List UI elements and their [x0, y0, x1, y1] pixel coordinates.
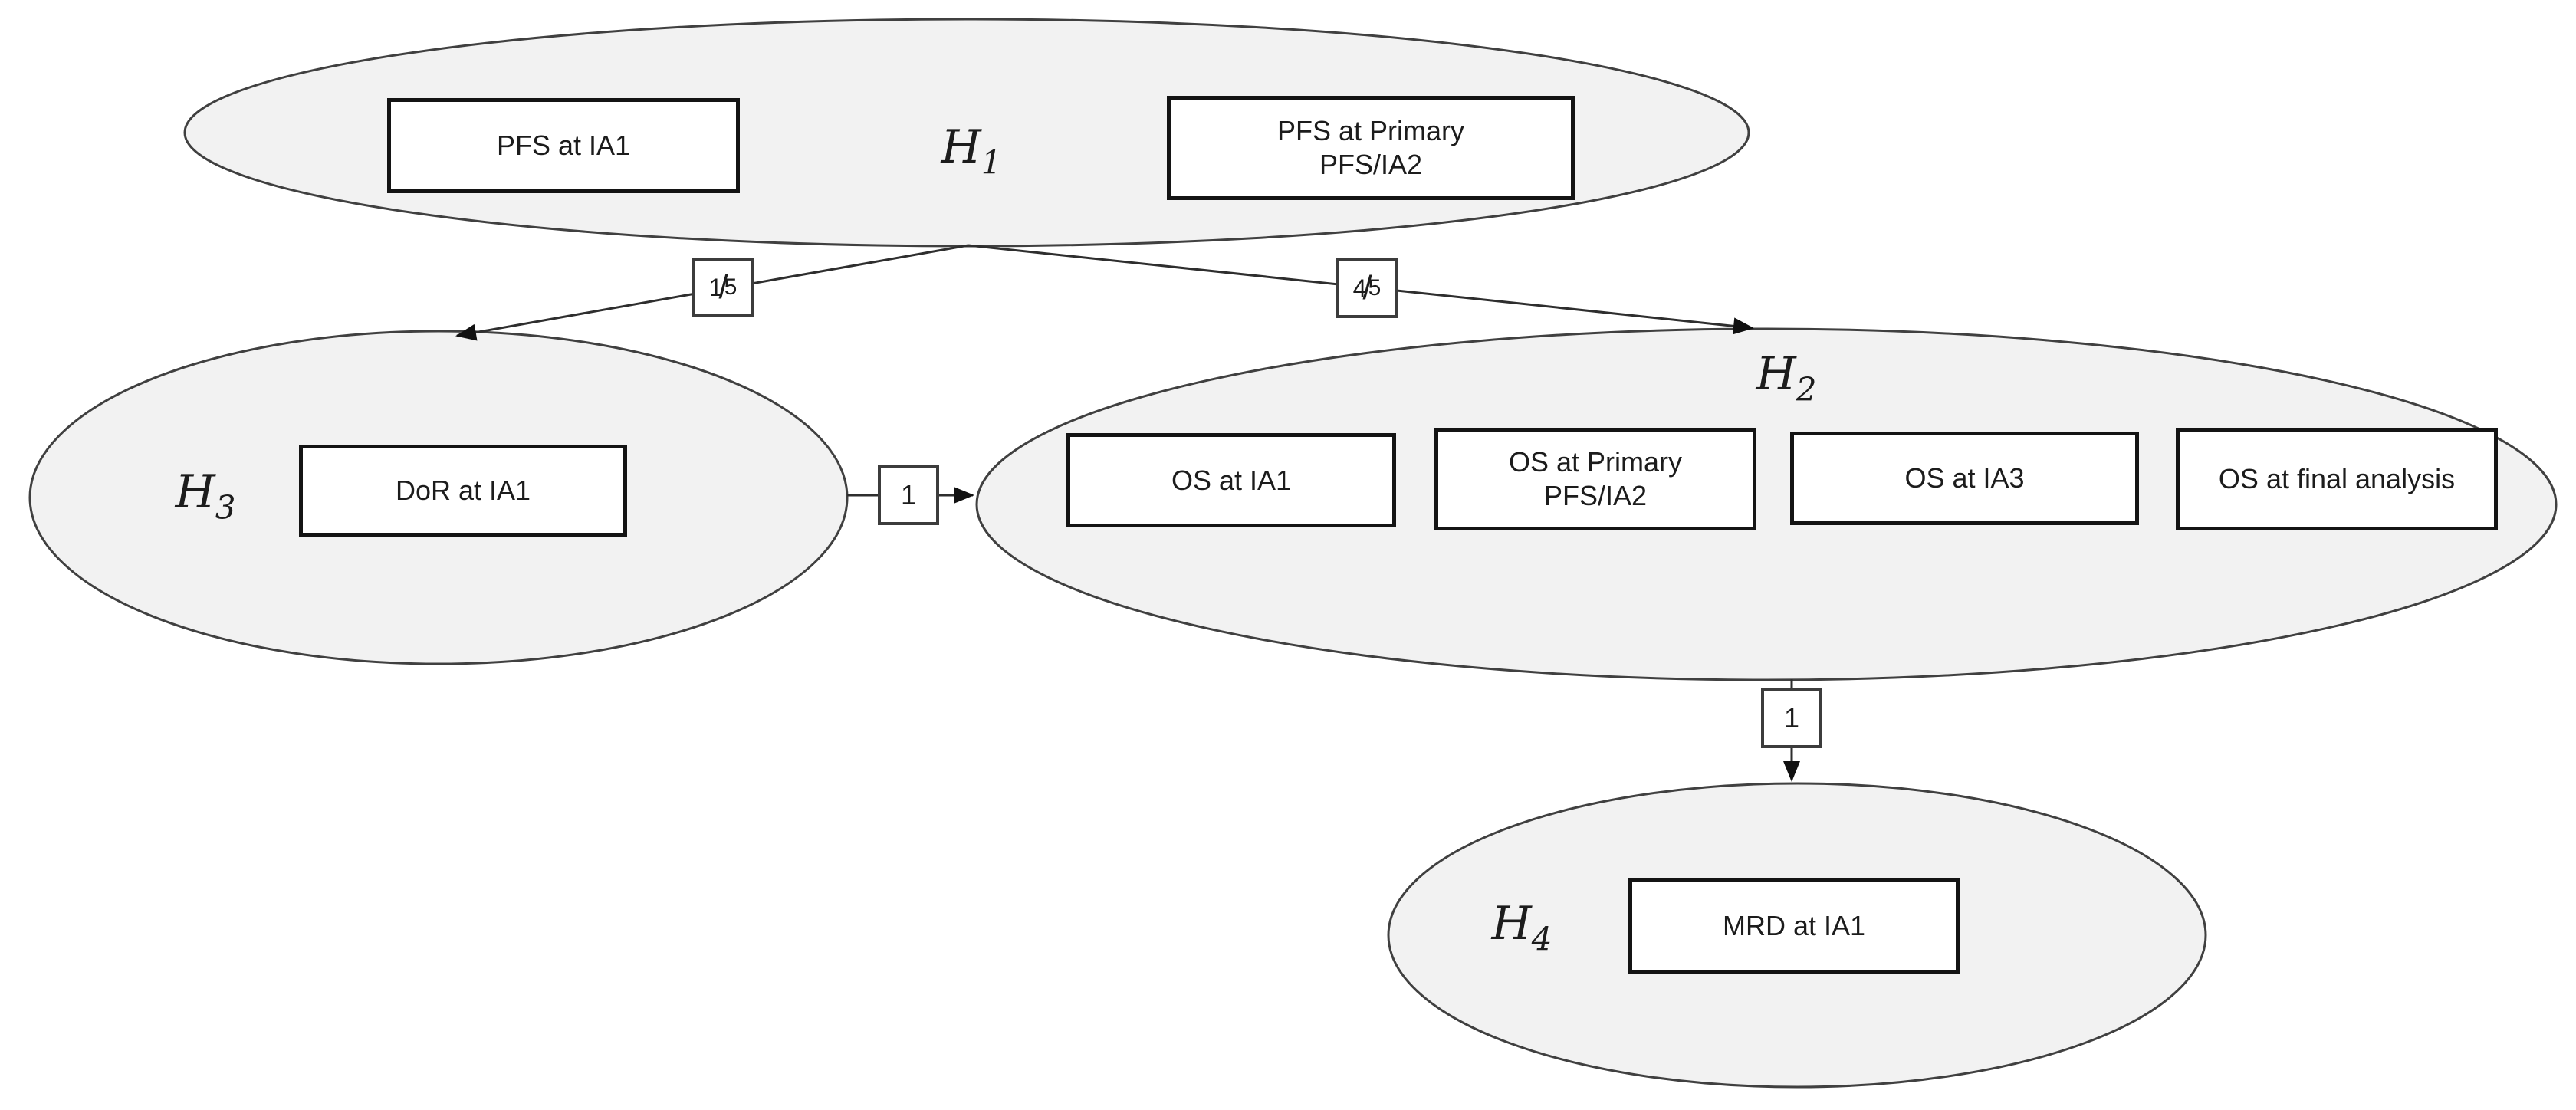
endpoint-box-os-ia3: OS at IA3 [1790, 432, 2139, 525]
hypothesis-h1-subscript: 1 [981, 143, 1002, 182]
weight-value: 1 [900, 479, 917, 511]
endpoint-label: OS at IA3 [1904, 462, 2025, 494]
endpoint-box-os-final-analysis: OS at final analysis [2176, 428, 2498, 530]
endpoint-label: OS at Primary PFS/IA2 [1508, 446, 1683, 511]
endpoint-label: OS at IA1 [1171, 464, 1292, 496]
endpoint-label: PFS at IA1 [496, 130, 631, 162]
hypothesis-h2-label: H2 [1756, 347, 1816, 406]
hypothesis-h1-label: H1 [941, 120, 1001, 179]
edge-weight-h1-to-h2: 4/5 [1336, 258, 1398, 318]
hypothesis-h4-subscript: 4 [1531, 920, 1552, 958]
hypothesis-h1-letter: H [941, 120, 981, 174]
hypothesis-h4-label: H4 [1491, 897, 1552, 955]
hypothesis-h2-subscript: 2 [1796, 370, 1817, 409]
endpoint-box-os-primary-ia2: OS at Primary PFS/IA2 [1434, 428, 1756, 530]
edge-weight-h1-to-h3: 1/5 [692, 258, 754, 317]
edge-weight-h2-to-h4: 1 [1761, 688, 1822, 748]
endpoint-label: PFS at Primary PFS/IA2 [1276, 115, 1465, 180]
endpoint-box-mrd-ia1: MRD at IA1 [1628, 878, 1960, 974]
endpoint-box-pfs-ia1: PFS at IA1 [387, 98, 740, 193]
endpoint-box-os-ia1: OS at IA1 [1066, 433, 1396, 527]
endpoint-box-dor-ia1: DoR at IA1 [299, 445, 627, 537]
endpoint-label: OS at final analysis [2218, 463, 2456, 495]
hypothesis-h2-letter: H [1756, 347, 1796, 401]
hypothesis-h2-ellipse [975, 327, 2558, 681]
hypothesis-h3-letter: H [175, 465, 215, 519]
hypothesis-h3-subscript: 3 [215, 488, 236, 527]
endpoint-box-pfs-primary-ia2: PFS at Primary PFS/IA2 [1167, 96, 1575, 200]
endpoint-label: MRD at IA1 [1722, 909, 1866, 941]
edge-weight-h3-to-h2: 1 [878, 465, 939, 525]
weight-value: 1 [1783, 702, 1800, 734]
endpoint-label: DoR at IA1 [395, 475, 531, 507]
hypothesis-h4-letter: H [1491, 897, 1532, 951]
hypothesis-h3-label: H3 [175, 465, 235, 524]
